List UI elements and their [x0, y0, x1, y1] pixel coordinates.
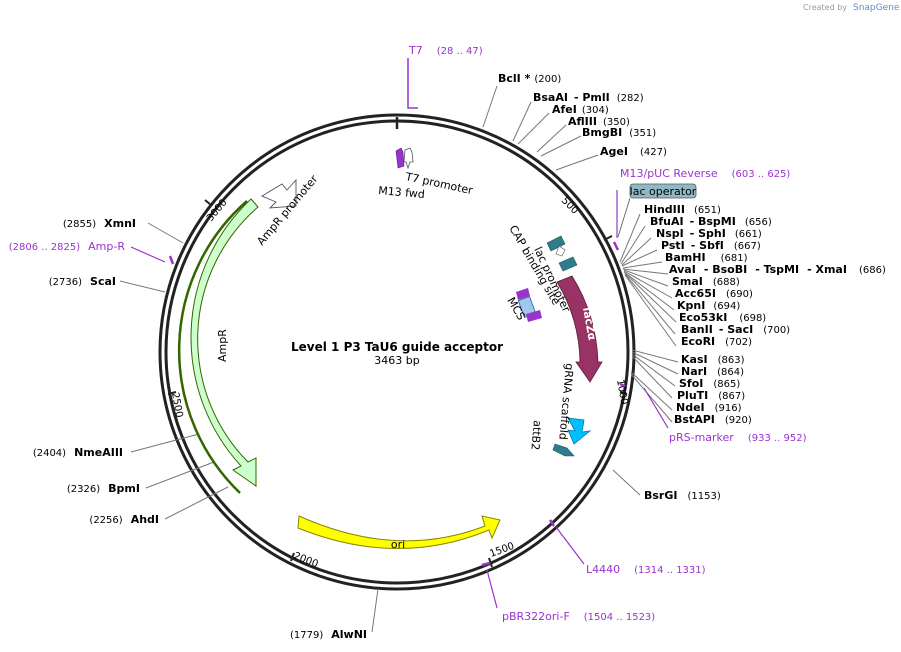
sites-right: BclI *(200) BsaAI- PmlI(282) AfeI(304) A… [498, 72, 886, 502]
site-nari[interactable]: NarI(864) [681, 365, 744, 378]
backbone-outer [158, 113, 636, 591]
site-sfoi[interactable]: SfoI(865) [679, 377, 740, 390]
site-ecori[interactable]: EcoRI(702) [681, 335, 752, 348]
site-bsaai[interactable]: BsaAI- PmlI(282) [533, 91, 644, 104]
site-bsrgi[interactable]: BsrGI(1153) [644, 489, 721, 502]
plasmid-size: 3463 bp [374, 354, 419, 367]
grna-scaffold-label: gRNA scaffold [556, 363, 576, 441]
site-smai[interactable]: SmaI(688) [672, 275, 740, 288]
site-bamhi[interactable]: BamHI(681) [665, 251, 748, 264]
site-ndei[interactable]: NdeI(916) [676, 401, 742, 414]
sites-left: (2855)XmnI (2736)ScaI (2404)NmeAIII (232… [33, 217, 367, 641]
watermark-brand: SnapGene [853, 3, 900, 13]
lac-operator-label: lac operator [630, 185, 697, 198]
site-alwni[interactable]: (1779)AlwNI [290, 628, 367, 641]
site-pluti[interactable]: PluTI(867) [677, 389, 745, 402]
mcs[interactable]: MCS [504, 288, 542, 322]
site-kpni[interactable]: KpnI(694) [677, 299, 740, 312]
site-hindiii[interactable]: HindIII(651) [644, 203, 721, 216]
lacz-alpha[interactable]: lacZα [556, 275, 603, 383]
ampr-gene[interactable]: AmpR [177, 198, 259, 494]
ori-label: ori [391, 538, 405, 551]
site-bcli[interactable]: BclI *(200) [498, 72, 561, 85]
primers: T7(28 .. 47) M13/pUC Reverse(603 .. 625)… [9, 44, 807, 623]
primer-prs-marker[interactable]: pRS-marker(933 .. 952) [669, 431, 807, 444]
site-afliii[interactable]: AflIII(350) [568, 115, 630, 128]
ampr-promoter-label: AmpR promoter [254, 172, 320, 248]
ampr-label: AmpR [216, 329, 229, 362]
site-psti[interactable]: PstI- SbfI(667) [661, 239, 761, 252]
site-avai[interactable]: AvaI- BsoBI- TspMI- XmaI(686) [669, 263, 886, 276]
primer-m13-puc-reverse[interactable]: M13/pUC Reverse(603 .. 625) [620, 167, 790, 180]
attb2-label: attB2 [528, 420, 544, 451]
site-kasi[interactable]: KasI(863) [681, 353, 745, 366]
site-bpmi[interactable]: (2326)BpmI [67, 482, 140, 495]
site-ahdi[interactable]: (2256)AhdI [89, 513, 159, 526]
tick-1000: 1000 [614, 379, 629, 406]
primer-pbr322ori-f[interactable]: pBR322ori-F(1504 .. 1523) [502, 610, 655, 623]
site-afei[interactable]: AfeI(304) [552, 103, 609, 116]
lacz-label: lacZα [580, 306, 599, 341]
site-banii[interactable]: BanII- SacI(700) [681, 323, 790, 336]
site-leaders-left [119, 222, 379, 633]
site-leaders-right [482, 85, 679, 496]
site-acc65i[interactable]: Acc65I(690) [675, 287, 753, 300]
site-bstapi[interactable]: BstAPI(920) [674, 413, 752, 426]
site-nmeaiii[interactable]: (2404)NmeAIII [33, 446, 123, 459]
primer-t7[interactable]: T7(28 .. 47) [408, 44, 483, 57]
ampr-promoter[interactable]: AmpR promoter [254, 172, 320, 248]
site-nspi[interactable]: NspI- SphI(661) [656, 227, 762, 240]
m13-fwd-label: M13 fwd [378, 184, 426, 201]
site-agei[interactable]: AgeI(427) [600, 145, 667, 158]
lac-operator[interactable]: lac operator [617, 183, 697, 238]
ori[interactable]: ori [297, 515, 501, 551]
plasmid-name: Level 1 P3 TaU6 guide acceptor [291, 340, 503, 354]
site-xmni[interactable]: (2855)XmnI [63, 217, 136, 230]
site-scai[interactable]: (2736)ScaI [49, 275, 116, 288]
tick-2500: 2500 [169, 392, 184, 419]
primer-l4440[interactable]: L4440(1314 .. 1331) [586, 563, 706, 576]
site-bmgbi[interactable]: BmgBI(351) [582, 126, 656, 139]
site-eco53ki[interactable]: Eco53kI(698) [679, 311, 766, 324]
site-bfuai[interactable]: BfuAI- BspMI(656) [650, 215, 772, 228]
attb2[interactable]: attB2 [528, 420, 575, 457]
watermark-prefix: Created by [803, 3, 847, 12]
primer-amp-r[interactable]: (2806 .. 2825)Amp-R [9, 240, 126, 253]
t7-promoter[interactable]: T7 promoter M13 fwd [378, 147, 475, 201]
